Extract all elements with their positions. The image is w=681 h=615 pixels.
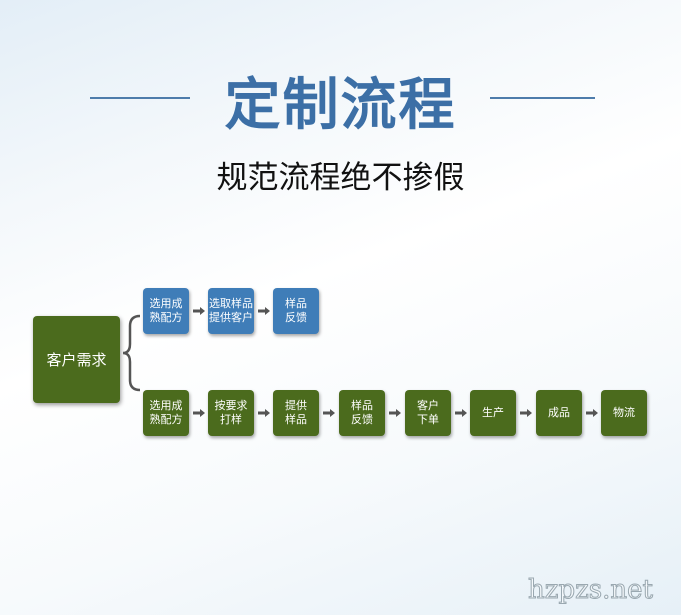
node-customer-demand: 客户需求 — [33, 316, 120, 403]
blue-flow-step: 样品 反馈 — [273, 288, 319, 334]
green-flow-step: 成品 — [536, 390, 582, 436]
arrow-right-icon — [585, 409, 598, 417]
blue-flow-step: 选用成 熟配方 — [143, 288, 189, 334]
watermark: hzpzs.net — [528, 575, 654, 606]
arrow-right-icon — [323, 409, 335, 417]
green-flow-step: 客户 下单 — [405, 390, 451, 436]
blue-flow-step: 选取样品 提供客户 — [208, 288, 254, 334]
title-right-rule — [490, 97, 595, 99]
green-flow-step: 按要求 打样 — [208, 390, 254, 436]
green-flow-step: 生产 — [470, 390, 516, 436]
green-flow-step: 物流 — [601, 390, 647, 436]
title-left-rule — [90, 97, 190, 99]
arrow-right-icon — [257, 307, 270, 315]
green-flow-step: 提供 样品 — [273, 390, 319, 436]
arrow-right-icon — [257, 409, 270, 417]
arrow-right-icon — [389, 409, 401, 417]
page-title: 定制流程 — [224, 73, 457, 138]
arrow-right-icon — [192, 307, 205, 315]
arrow-right-icon — [520, 409, 532, 417]
green-flow-step: 样品 反馈 — [339, 390, 385, 436]
arrow-right-icon — [454, 409, 467, 417]
brace-icon — [122, 314, 141, 392]
arrow-right-icon — [192, 409, 205, 417]
green-flow-step: 选用成 熟配方 — [143, 390, 189, 436]
subtitle: 规范流程绝不掺假 — [216, 160, 465, 196]
